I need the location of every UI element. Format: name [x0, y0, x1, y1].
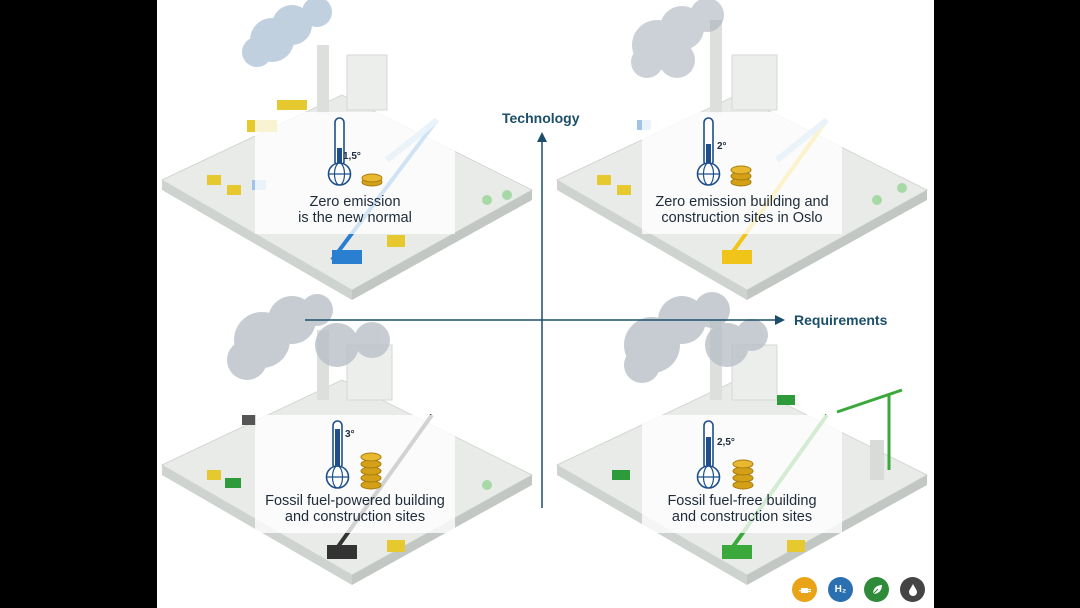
fossil-fuel-drop-icon — [900, 577, 925, 602]
biofuel-leaf-icon — [864, 577, 889, 602]
coin-stack-icon — [360, 452, 382, 490]
temperature-label: 1,5° — [343, 151, 361, 162]
thermometer-icon — [325, 420, 350, 489]
horizontal-axis-arrowhead — [775, 315, 785, 325]
axes — [305, 132, 785, 508]
electric-plug-icon — [792, 577, 817, 602]
temperature-label: 2,5° — [717, 437, 735, 448]
caption-line-2: and construction sites — [671, 509, 813, 525]
quadrant-bottom-left: 3° Fossil fuel-powered building and cons… — [255, 415, 455, 533]
quadrant-bottom-right: 2,5° Fossil fuel-free building and const… — [642, 415, 842, 533]
caption-line-2: and construction sites — [284, 509, 426, 525]
caption-line-1: Zero emission — [309, 194, 401, 210]
horizontal-axis-label: Requirements — [794, 312, 888, 328]
smoke-top-right — [631, 0, 724, 78]
quadrant-caption: Fossil fuel-powered building and constru… — [255, 493, 455, 525]
smoke-top-left — [242, 0, 332, 67]
quadrant-top-right: 2° Zero emission building and constructi… — [642, 112, 842, 234]
vertical-axis-arrowhead — [537, 132, 547, 142]
thermometer-icon — [696, 420, 721, 489]
caption-line-2: construction sites in Oslo — [661, 210, 823, 226]
thermometer-icon — [696, 117, 721, 186]
smoke-bottom-left — [227, 294, 390, 380]
coin-stack-icon — [732, 459, 754, 490]
hydrogen-symbol: H₂ — [834, 584, 847, 595]
vertical-axis-label: Technology — [502, 110, 580, 126]
caption-line-1: Fossil fuel-free building — [667, 493, 817, 509]
caption-line-2: is the new normal — [298, 210, 412, 226]
temperature-label: 3° — [345, 429, 355, 440]
quadrant-top-left: 1,5° Zero emission is the new normal — [255, 112, 455, 234]
caption-line-1: Fossil fuel-powered building — [265, 493, 445, 509]
temperature-label: 2° — [717, 141, 727, 152]
quadrant-caption: Zero emission is the new normal — [255, 194, 455, 226]
diagram-canvas: Technology Requirements 1,5° Zero emissi… — [157, 0, 934, 608]
thermometer-icon — [327, 117, 352, 186]
caption-line-1: Zero emission building and — [655, 194, 829, 210]
quadrant-caption: Zero emission building and construction … — [642, 194, 842, 226]
hydrogen-icon: H₂ — [828, 577, 853, 602]
coin-stack-icon — [361, 173, 383, 187]
quadrant-caption: Fossil fuel-free building and constructi… — [642, 493, 842, 525]
coin-stack-icon — [730, 165, 752, 187]
